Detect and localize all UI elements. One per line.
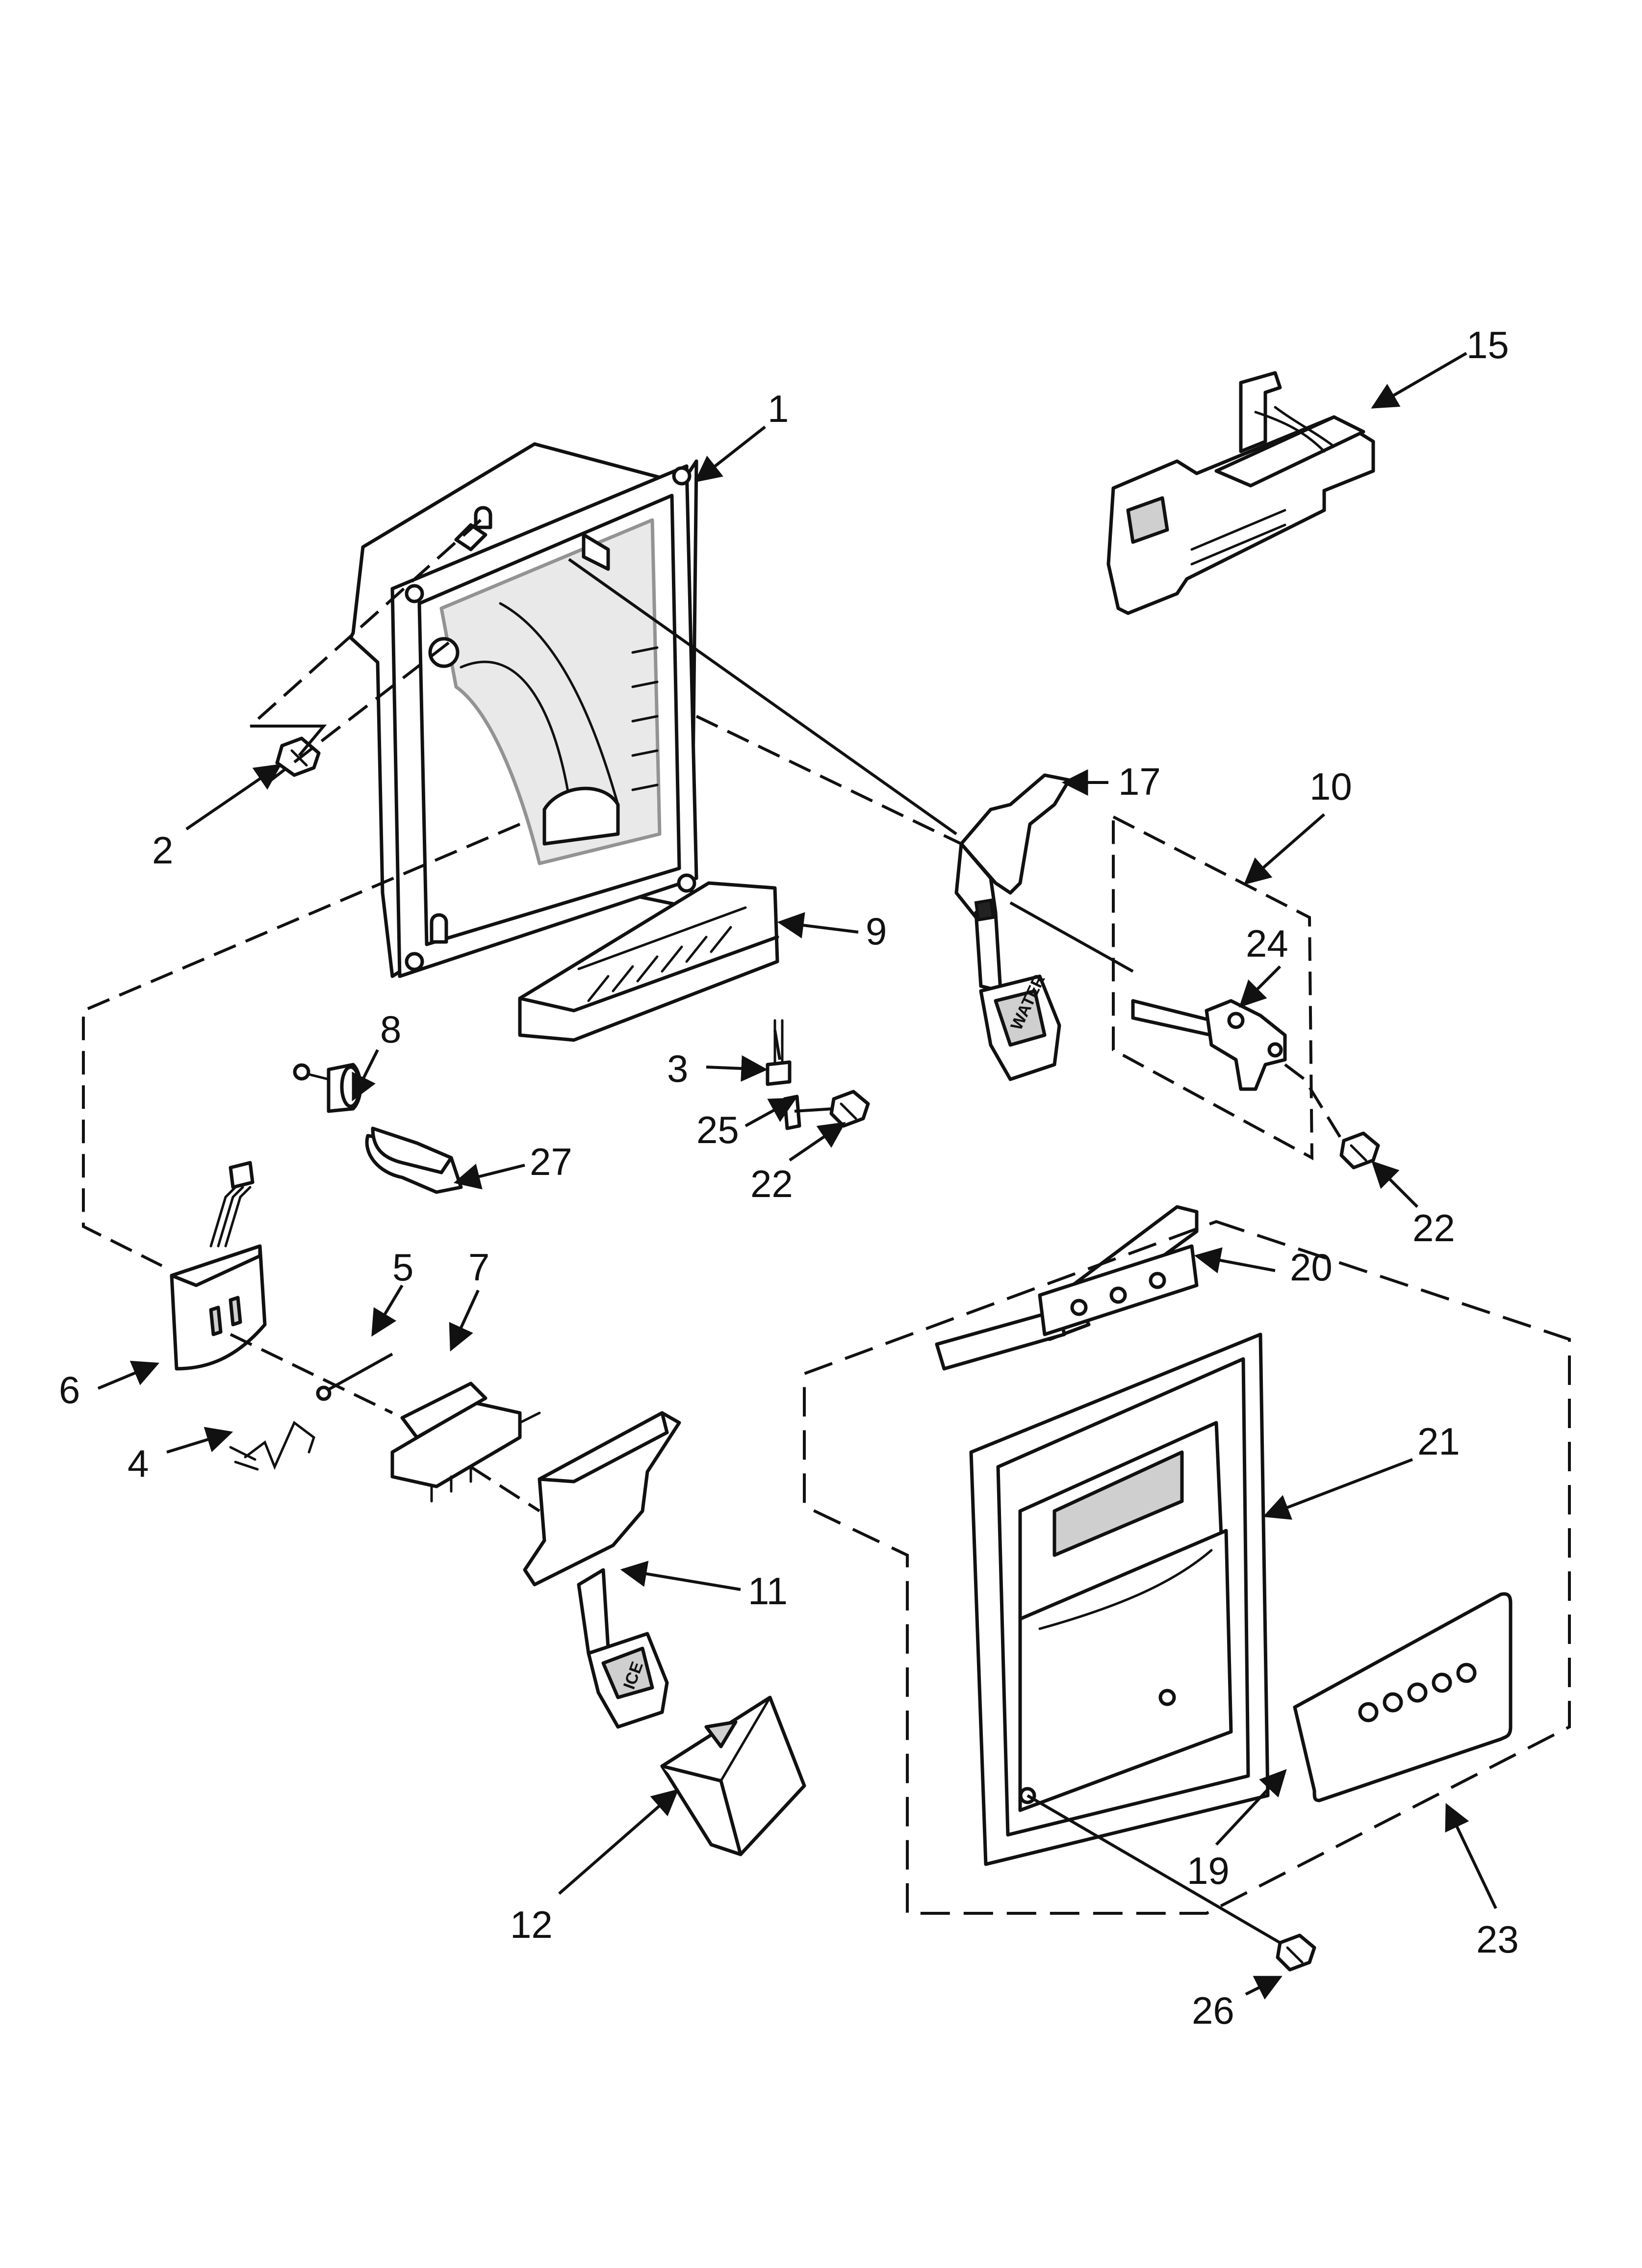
callout-25: 25: [696, 1108, 739, 1151]
dispenser-housing-part: [349, 442, 698, 978]
dispenser-front-part: [969, 1332, 1270, 1866]
callout-27: 27: [530, 1140, 572, 1183]
alignment-lines: [82, 519, 1345, 1944]
solenoid-part: [293, 1063, 362, 1113]
callout-9: 9: [866, 910, 887, 953]
callout-10: 10: [1309, 765, 1352, 808]
callout-7: 7: [468, 1246, 489, 1289]
callout-15: 15: [1466, 323, 1509, 366]
callout-20: 20: [1290, 1246, 1333, 1289]
screw-part-22b: [1339, 1131, 1380, 1170]
actuator-part: [1131, 999, 1287, 1091]
callout-23: 23: [1476, 1918, 1519, 1961]
callout-19: 19: [1187, 1849, 1230, 1892]
callout-3: 3: [667, 1047, 688, 1090]
callout-21: 21: [1417, 1420, 1460, 1463]
leader-arrows: [97, 352, 1497, 2000]
callout-26: 26: [1192, 1989, 1234, 2032]
cover-part: [365, 1126, 463, 1194]
control-panel-part: [1293, 1592, 1513, 1802]
callout-1: 1: [768, 387, 789, 430]
callout-11: 11: [748, 1569, 788, 1613]
hinge-part: [390, 1382, 541, 1503]
callout-labels: 1 2 3 4 5 6 7 8 9 10 11 12 15 17 19 20 2…: [59, 323, 1519, 2032]
spring-part: [229, 1421, 315, 1471]
callout-12: 12: [510, 1903, 553, 1946]
callout-4: 4: [128, 1442, 149, 1485]
control-bracket-part: [1106, 371, 1375, 615]
callout-6: 6: [59, 1368, 80, 1411]
callout-2: 2: [152, 829, 173, 872]
water-lever-part: WATER: [954, 773, 1071, 1081]
callout-22b: 22: [1412, 1206, 1455, 1250]
drip-tray-part: [518, 881, 779, 1042]
pin-part: [316, 1353, 393, 1401]
assembly-box-10: [1112, 814, 1314, 1161]
callout-17: 17: [1118, 760, 1161, 803]
assembly-box-23: [803, 1220, 1571, 1915]
screw-part-26: [1276, 1933, 1316, 1972]
callout-8: 8: [380, 1008, 401, 1051]
callout-22a: 22: [750, 1162, 793, 1205]
ice-chute-part: [660, 1695, 806, 1856]
control-board-part: [935, 1205, 1199, 1371]
screw-part-22a: [829, 1090, 870, 1128]
control-module-part: [170, 1161, 267, 1371]
callout-24: 24: [1246, 922, 1288, 965]
ice-lever-part: ICE: [523, 1411, 681, 1729]
callout-5: 5: [392, 1246, 413, 1289]
